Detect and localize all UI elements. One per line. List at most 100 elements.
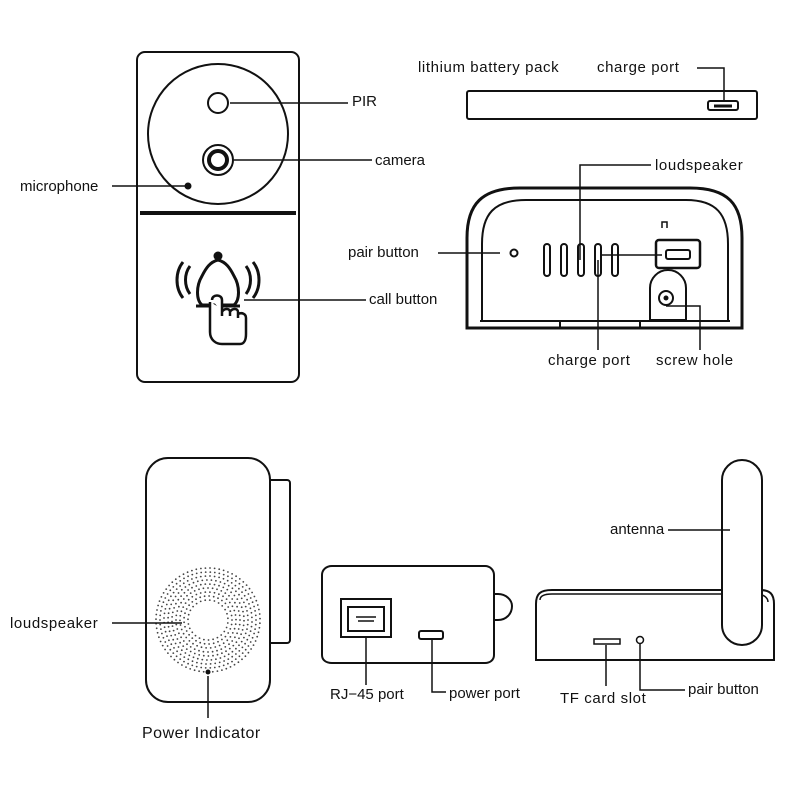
speaker-grille-dot — [231, 632, 234, 634]
speaker-grille-dot — [241, 629, 244, 631]
speaker-grille-dot — [199, 596, 202, 599]
speaker-grille-dot — [195, 568, 198, 571]
speaker-grille-dot — [238, 593, 240, 596]
speaker-grille-dot — [205, 663, 207, 665]
speaker-grille-dot — [227, 653, 230, 656]
speaker-grille-dot — [184, 625, 186, 628]
speaker-grille-dot — [182, 598, 185, 600]
speaker-grille-dot — [231, 650, 234, 653]
battery-pack-label: lithium battery pack — [418, 59, 560, 76]
speaker-grille-dot — [155, 627, 158, 630]
speaker-grille-dot — [234, 658, 237, 660]
speaker-grille-dot — [253, 605, 256, 608]
speaker-grille-dot — [195, 572, 198, 575]
speaker-grille-dot — [224, 592, 227, 594]
speaker-grille-dot — [223, 655, 226, 658]
speaker-grille-dot — [203, 595, 206, 598]
speaker-grille-dot — [187, 589, 190, 591]
speaker-grille-dot — [159, 619, 161, 621]
speaker-grille-dot — [167, 612, 170, 615]
speaker-grille-dot — [236, 605, 239, 608]
speaker-grille-dot — [240, 597, 243, 600]
speaker-grille-dot — [191, 573, 194, 576]
speaker-grille-dot — [216, 670, 219, 672]
speaker-grille-dot — [198, 670, 201, 673]
speaker-grille-dot — [241, 652, 244, 654]
chime-illustration — [145, 457, 291, 703]
speaker-grille-dot — [235, 641, 238, 644]
speaker-grille-dot — [179, 614, 182, 617]
speaker-grille-dot — [176, 650, 179, 653]
speaker-grille-dot — [188, 583, 191, 586]
speaker-grille-dot — [187, 613, 190, 616]
speaker-grille-dot — [209, 583, 211, 585]
speaker-grille-dot — [218, 576, 221, 579]
speaker-grille-dot — [241, 646, 244, 649]
speaker-grille-dot — [170, 603, 173, 606]
speaker-grille-dot — [195, 576, 198, 579]
speaker-grille-dot — [259, 622, 261, 625]
speaker-grille-dot — [250, 625, 253, 628]
speaker-grille-dot — [227, 606, 230, 608]
speaker-grille-dot — [180, 649, 183, 652]
speaker-grille-dot — [242, 581, 245, 583]
speaker-grille-dot — [192, 642, 194, 645]
speaker-grille-dot — [246, 628, 248, 630]
speaker-grille-dot — [229, 666, 232, 668]
speaker-grille-dot — [183, 660, 185, 663]
speaker-grille-dot — [180, 595, 183, 597]
speaker-grille-dot — [182, 640, 185, 642]
speaker-grille-dot — [246, 623, 249, 626]
charge-port-frame — [654, 238, 702, 270]
speaker-grille-dot — [238, 614, 241, 617]
speaker-grille-dot — [249, 630, 252, 632]
speaker-grille-dot — [179, 580, 182, 582]
speaker-grille-dot — [188, 604, 191, 607]
speaker-grille-dot — [176, 628, 179, 630]
speaker-grille-dot — [171, 581, 174, 584]
speaker-grille-dot — [251, 616, 253, 619]
speaker-grille-dot — [170, 634, 173, 637]
speaker-grille-dot — [218, 644, 221, 647]
power-port-label: power port — [449, 685, 520, 702]
speaker-grille-dot — [170, 595, 172, 598]
speaker-grille-dot — [210, 579, 213, 581]
speaker-grille-dot — [238, 587, 240, 590]
speaker-grille-dot — [230, 591, 233, 594]
microphone-label: microphone — [20, 178, 99, 195]
power-indicator-led — [205, 669, 211, 675]
speaker-slot — [560, 243, 568, 277]
speaker-grille-dot — [178, 575, 181, 578]
speaker-grille-dot — [227, 632, 230, 634]
speaker-grille-dot — [176, 610, 179, 612]
speaker-grille-dot — [222, 595, 224, 598]
speaker-grille-dot — [163, 617, 165, 619]
speaker-grille-dot — [220, 648, 223, 650]
speaker-grille-dot — [213, 666, 216, 669]
speaker-grille-dot — [193, 590, 196, 592]
speaker-grille-dot — [209, 647, 212, 649]
speaker-grille-dot — [216, 649, 218, 652]
speaker-grille-dot — [230, 582, 233, 584]
speaker-grille-dot — [234, 623, 237, 626]
speaker-grille-dot — [231, 605, 234, 608]
speaker-grille-dot — [234, 614, 237, 616]
speaker-grille-dot — [243, 601, 245, 604]
speaker-grille-dot — [211, 650, 214, 653]
speaker-grille-dot — [246, 610, 248, 612]
speaker-grille-dot — [179, 619, 181, 622]
micro-usb-port — [418, 630, 444, 640]
speaker-grille-dot — [188, 627, 191, 630]
speaker-grille-dot — [238, 644, 240, 647]
speaker-grille-dot — [213, 571, 216, 574]
speaker-grille-dot — [248, 634, 251, 637]
speaker-grille-dot — [185, 666, 187, 668]
speaker-grille-dot — [204, 583, 207, 585]
doorbell-lens-panel — [147, 63, 289, 205]
speaker-grille-dot — [200, 567, 202, 570]
speaker-grille-dot — [222, 664, 225, 667]
speaker-grille-dot — [172, 586, 175, 588]
finger-press-icon — [208, 294, 248, 346]
speaker-grille-dot — [222, 573, 225, 576]
speaker-grille-dot — [160, 596, 163, 598]
